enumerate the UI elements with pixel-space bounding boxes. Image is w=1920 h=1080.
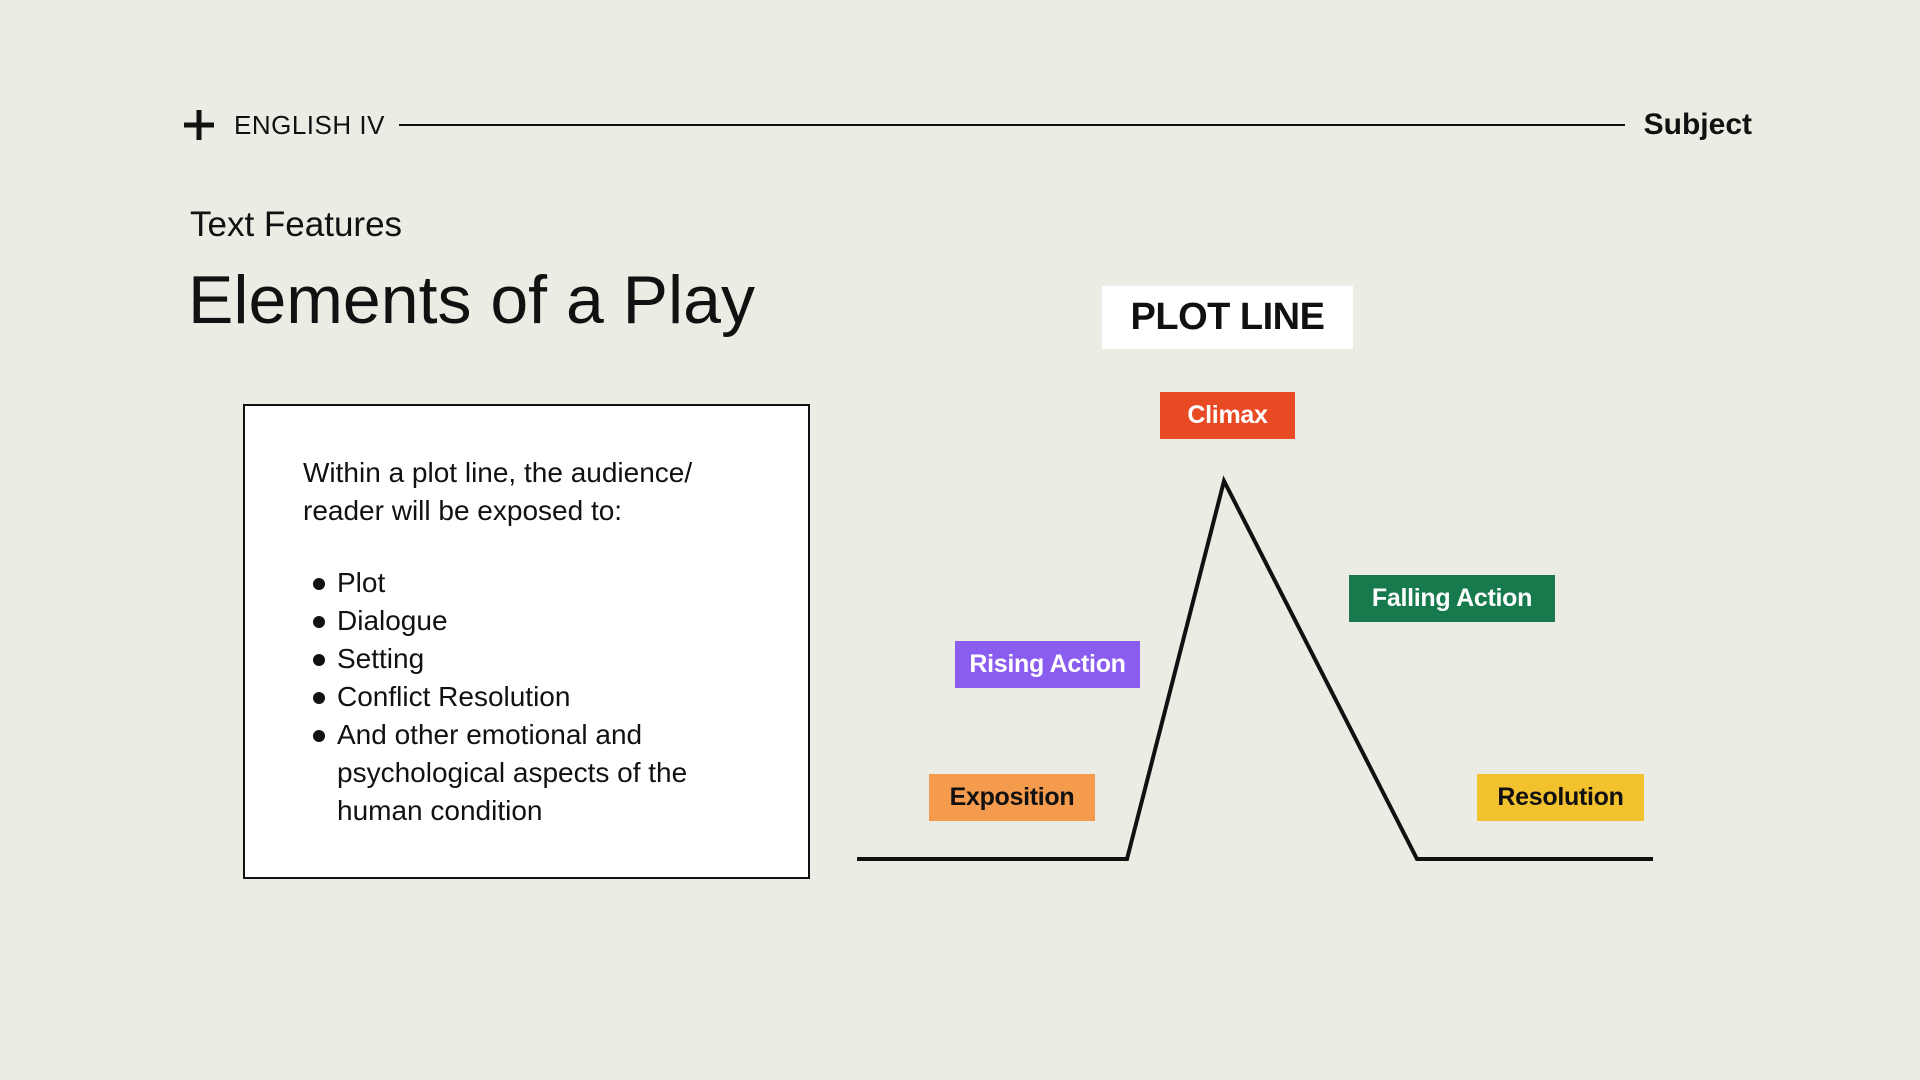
- bullet-item-dialogue: Dialogue: [313, 602, 753, 640]
- exposition-label: Exposition: [929, 774, 1095, 821]
- info-intro: Within a plot line, the audience/ reader…: [303, 457, 693, 526]
- resolution-label: Resolution: [1477, 774, 1644, 821]
- header-bar: ENGLISH IV Subject: [184, 104, 1752, 144]
- bullet-item-setting: Setting: [313, 640, 753, 678]
- rising-action-label: Rising Action: [955, 641, 1140, 688]
- info-box: Within a plot line, the audience/ reader…: [243, 404, 810, 879]
- slide-subtitle: Text Features: [190, 205, 403, 244]
- slide-title: Elements of a Play: [188, 262, 755, 338]
- course-label: ENGLISH IV: [234, 110, 385, 140]
- bullet-item-plot: Plot: [313, 564, 753, 602]
- subject-label: Subject: [1643, 108, 1752, 141]
- bullet-item-other-aspects: And other emotional and psychological as…: [313, 716, 753, 830]
- bullet-list: Plot Dialogue Setting Conflict Resolutio…: [313, 564, 753, 830]
- plot-line-title: PLOT LINE: [1102, 286, 1353, 349]
- bullet-item-conflict-resolution: Conflict Resolution: [313, 678, 753, 716]
- plot-line-path: [857, 475, 1653, 861]
- falling-action-label: Falling Action: [1349, 575, 1555, 622]
- climax-label: Climax: [1160, 392, 1295, 439]
- plus-icon: [184, 110, 214, 140]
- header-divider: [399, 124, 1625, 126]
